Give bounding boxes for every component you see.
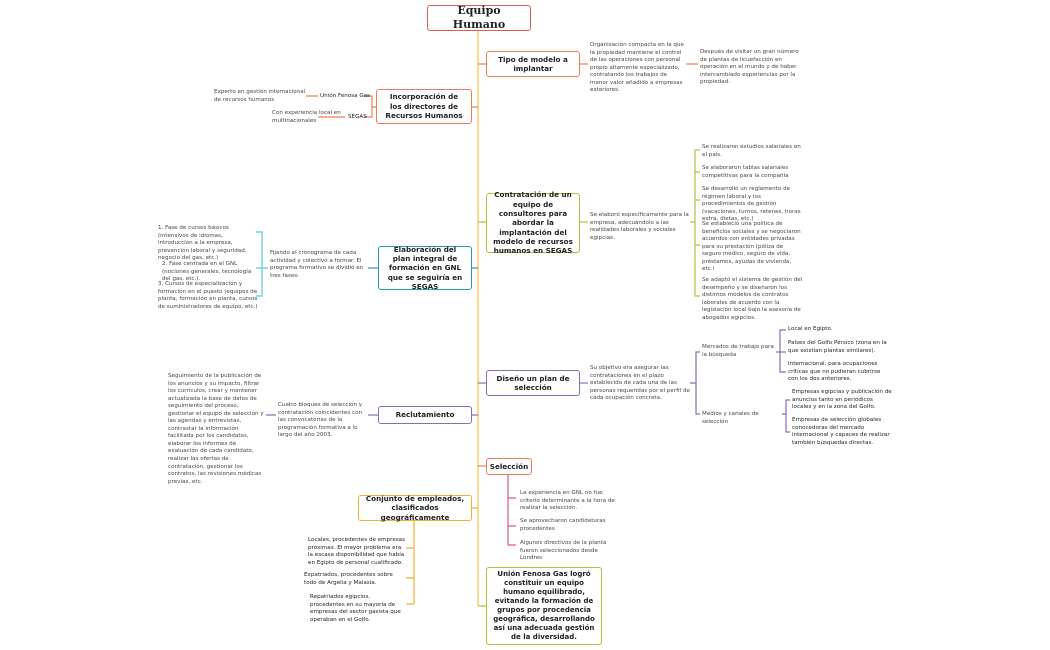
mercados-item: Local en Egipto.	[788, 326, 833, 332]
contratacion-title: Contratación de un equipo de consultores…	[493, 190, 573, 256]
contratacion-item: Se desarrolló un reglamento de régimen l…	[702, 186, 801, 223]
tipo-modelo-node[interactable]: Tipo de modelo a implantar	[486, 51, 580, 77]
diseno-node[interactable]: Diseño un plan de selección	[486, 370, 580, 396]
conjunto-item: Repatriados egipcios, procedentes en su …	[310, 594, 401, 623]
contratacion-item: Se realizaron estudios salariales en el …	[702, 144, 801, 158]
tipo-modelo-note: Después de visitar un gran número de pla…	[700, 49, 799, 86]
reclutamiento-note: Seguimiento de la publicación de los anu…	[168, 373, 264, 485]
contratacion-item: Se adaptó el sistema de gestión del dese…	[702, 277, 803, 321]
segas-text: Con experiencia local en multinacionales	[272, 110, 341, 124]
contratacion-desc: Se elaboró específicamente para la empre…	[590, 212, 689, 241]
contratacion-item: Se elaboraron tablas salariales competit…	[702, 165, 789, 179]
medios-item: Empresas de selección globales conocedor…	[792, 417, 890, 446]
mercados-label: Mercados de trabajo para la búsqueda	[702, 344, 774, 358]
contratacion-node[interactable]: Contratación de un equipo de consultores…	[486, 190, 580, 256]
union-fenosa-label: Unión Fenosa Gas	[320, 93, 371, 99]
reclutamiento-node[interactable]: Reclutamiento	[378, 406, 472, 424]
seleccion-node[interactable]: Selección	[486, 458, 532, 475]
seleccion-item: Se aprovecharon candidaturas procedentes	[520, 518, 606, 532]
incorporacion-title: Incorporación de los directores de Recur…	[385, 92, 463, 121]
elaboracion-phase: 1. Fase de cursos básicos (intensivos de…	[158, 225, 247, 262]
conclusion-node[interactable]: Unión Fenosa Gas logró constituir un equ…	[486, 567, 602, 645]
elaboracion-node[interactable]: Elaboración del plan integral de formaci…	[378, 244, 472, 292]
elaboracion-phase: 2. Fase centrada en el GNL (nociones gen…	[162, 261, 252, 283]
root-node[interactable]: Equipo Humano	[427, 3, 531, 31]
seleccion-title: Selección	[489, 461, 529, 471]
tipo-modelo-desc: Organización compacta en la que la propi…	[590, 42, 684, 94]
union-fenosa-text: Experto en gestión internacional de recu…	[214, 89, 306, 103]
segas-label: SEGAS	[348, 114, 367, 120]
conclusion-text: Unión Fenosa Gas logró constituir un equ…	[493, 569, 595, 642]
reclutamiento-title: Reclutamiento	[395, 410, 455, 420]
conjunto-node[interactable]: Conjunto de empleados, clasificados geog…	[358, 493, 472, 522]
seleccion-item: Algunos directivos de la planta fueron s…	[520, 540, 607, 562]
mercados-item: Internacional, para ocupaciones críticas…	[788, 361, 881, 383]
elaboracion-phase: 3. Cursos de especialización y formación…	[158, 281, 258, 310]
seleccion-item: La experiencia en GNL no fue criterio de…	[520, 490, 615, 512]
medios-label: Medios y canales de selección	[702, 411, 759, 425]
mercados-item: Países del Golfo Pérsico (zona en la que…	[788, 340, 887, 354]
tipo-modelo-title: Tipo de modelo a implantar	[498, 54, 568, 73]
diseno-desc: Su objetivo era asegurar las contratacio…	[590, 365, 690, 402]
conjunto-item: Expatriados, procedentes sobre todo de A…	[304, 572, 393, 586]
medios-item: Empresas egipcias y publicación de anunc…	[792, 389, 892, 411]
conjunto-item: Locales, procedentes de empresas próxima…	[308, 537, 406, 566]
diseno-title: Diseño un plan de selección	[496, 373, 570, 392]
elaboracion-title: Elaboración del plan integral de formaci…	[387, 244, 463, 292]
incorporacion-node[interactable]: Incorporación de los directores de Recur…	[376, 89, 472, 124]
reclutamiento-desc: Cuatro bloques de selección y contrataci…	[278, 402, 363, 439]
elaboracion-desc: Fijando el cronograma de cada actividad …	[270, 250, 364, 279]
contratacion-item: Se estableció una política de beneficios…	[702, 221, 801, 273]
root-title: Equipo Humano	[452, 3, 506, 31]
conjunto-title: Conjunto de empleados, clasificados geog…	[365, 493, 465, 522]
